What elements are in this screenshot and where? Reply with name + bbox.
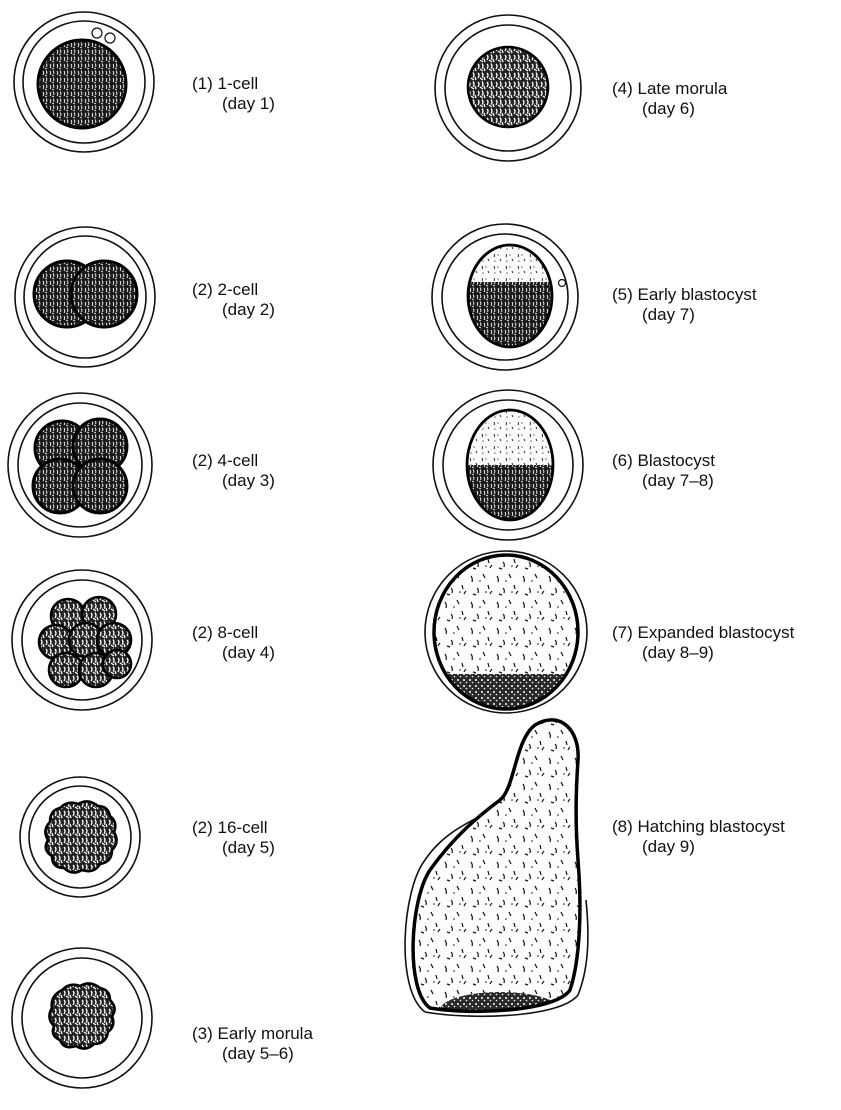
stage-10-name: (7) Expanded blastocyst <box>612 623 794 643</box>
stage-1-label: (1) 1-cell (day 1) <box>192 74 275 114</box>
stage-5-day: (day 5) <box>192 838 275 858</box>
stage-11-name: (8) Hatching blastocyst <box>612 817 785 837</box>
stage-8-cell-drawing <box>12 570 152 710</box>
stage-hatching-blastocyst-drawing <box>400 715 590 1028</box>
stage-9-name: (6) Blastocyst <box>612 451 715 471</box>
stage-4-cell-drawing <box>8 393 152 537</box>
stage-7-day: (day 6) <box>612 99 727 119</box>
stage-1-day: (day 1) <box>192 94 275 114</box>
stage-1-name: (1) 1-cell <box>192 74 275 94</box>
stage-9-label: (6) Blastocyst (day 7–8) <box>612 451 715 491</box>
stage-6-label: (3) Early morula (day 5–6) <box>192 1024 313 1064</box>
stage-late-morula-drawing <box>435 15 581 161</box>
stage-11-label: (8) Hatching blastocyst (day 9) <box>612 817 785 857</box>
stage-8-name: (5) Early blastocyst <box>612 285 757 305</box>
stage-early-morula-drawing <box>12 948 152 1088</box>
stage-8-day: (day 7) <box>612 305 757 325</box>
stage-16-cell-drawing <box>20 777 140 897</box>
stage-8-label: (5) Early blastocyst (day 7) <box>612 285 757 325</box>
stage-7-name: (4) Late morula <box>612 79 727 99</box>
stage-6-day: (day 5–6) <box>192 1044 313 1064</box>
stage-6-name: (3) Early morula <box>192 1024 313 1044</box>
stage-7-label: (4) Late morula (day 6) <box>612 79 727 119</box>
stage-expanded-blastocyst-drawing <box>425 550 590 720</box>
stage-2-label: (2) 2-cell (day 2) <box>192 280 275 320</box>
stage-10-day: (day 8–9) <box>612 643 794 663</box>
stage-4-label: (2) 8-cell (day 4) <box>192 623 275 663</box>
stage-5-name: (2) 16-cell <box>192 818 275 838</box>
stage-4-name: (2) 8-cell <box>192 623 275 643</box>
stage-blastocyst-drawing <box>433 390 583 540</box>
stage-11-day: (day 9) <box>612 837 785 857</box>
stage-early-blastocyst-drawing <box>432 224 578 370</box>
stage-4-day: (day 4) <box>192 643 275 663</box>
stage-2-cell-drawing <box>15 227 155 367</box>
stage-1-cell-drawing <box>14 12 154 152</box>
stage-2-day: (day 2) <box>192 300 275 320</box>
stage-2-name: (2) 2-cell <box>192 280 275 300</box>
stage-3-name: (2) 4-cell <box>192 451 275 471</box>
stage-5-label: (2) 16-cell (day 5) <box>192 818 275 858</box>
stage-10-label: (7) Expanded blastocyst (day 8–9) <box>612 623 794 663</box>
stage-9-day: (day 7–8) <box>612 471 715 491</box>
stage-3-day: (day 3) <box>192 471 275 491</box>
stage-3-label: (2) 4-cell (day 3) <box>192 451 275 491</box>
